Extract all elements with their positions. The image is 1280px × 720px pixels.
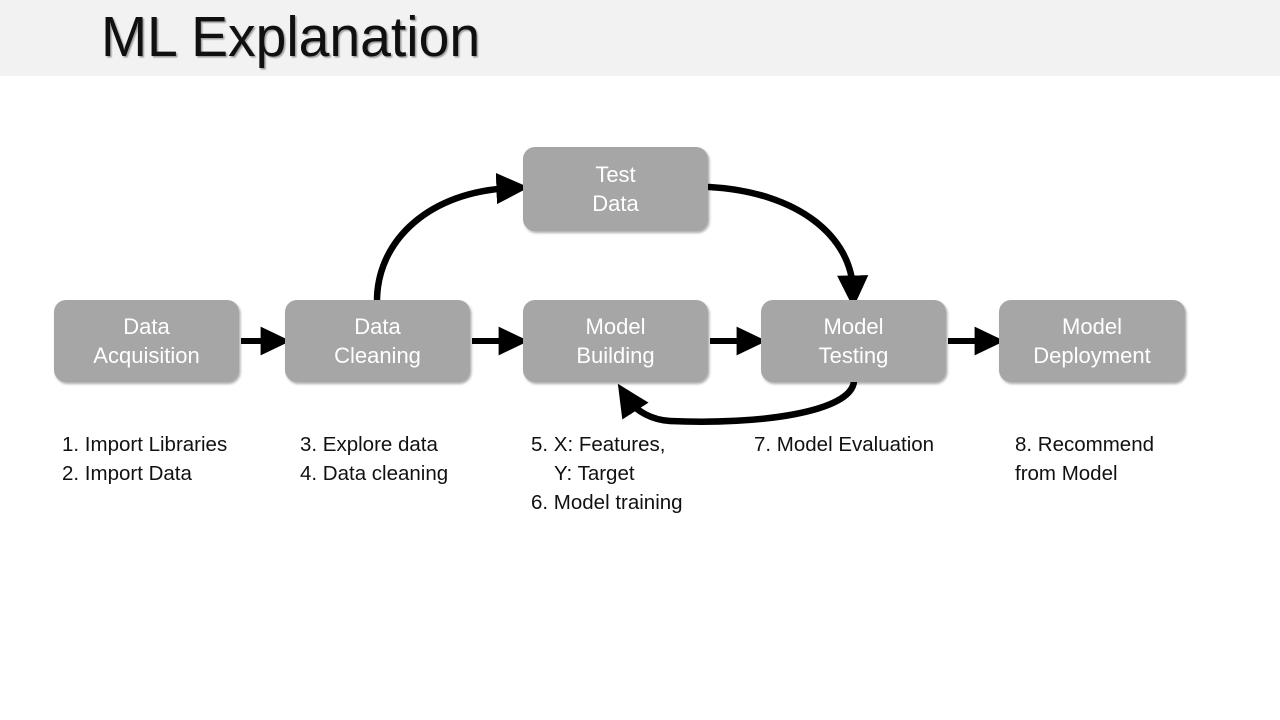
page-title: ML Explanation [101,5,481,69]
flow-box-model-deployment-line1: Model [1062,314,1122,339]
flow-box-data-acquisition-line1: Data [123,314,170,339]
caption-line: 4. Data cleaning [300,462,449,485]
caption-column-acquisition: 1. Import Libraries 2. Import Data [62,430,227,488]
caption-line: 2. Import Data [62,462,192,485]
caption-line: 8. Recommend [1015,433,1155,456]
flow-box-model-deployment-line2: Deployment [1033,343,1151,368]
caption-column-building: 5. X: Features, Y: Target 6. Model train… [531,430,683,517]
flow-box-model-building-line1: Model [585,314,646,339]
arrow-cleaning-to-test-data [373,172,529,305]
caption-column-deployment: 8. Recommend from Model [1015,430,1154,488]
flow-box-test-data-line1: Test [595,162,636,187]
flow-box-model-testing[interactable]: Model Testing [761,300,946,382]
flow-box-test-data[interactable]: Test Data [523,147,708,231]
flow-box-data-cleaning[interactable]: Data Cleaning [285,300,470,382]
flow-box-model-testing-line2: Testing [818,343,889,368]
caption-line: Y: Target [554,462,635,485]
flow-box-data-acquisition-line2: Acquisition [93,343,200,368]
flow-box-model-testing-line1: Model [823,314,884,339]
caption-line: 5. X: Features, [531,433,666,456]
caption-line: 6. Model training [531,491,683,514]
caption-column-testing: 7. Model Evaluation [754,430,934,459]
flow-box-data-cleaning-line2: Cleaning [334,343,421,368]
flow-box-model-building-line2: Building [576,343,655,368]
arrow-testing-to-building-feedback [617,377,858,425]
flow-box-model-deployment[interactable]: Model Deployment [999,300,1185,382]
caption-line: 7. Model Evaluation [754,433,935,456]
caption-line: from Model [1015,462,1118,485]
flow-box-model-building[interactable]: Model Building [523,300,708,382]
caption-line: 1. Import Libraries [62,433,228,456]
title-bar [0,0,1280,76]
caption-line: 3. Explore data [300,433,438,456]
arrow-test-data-to-testing [705,183,869,308]
flow-box-test-data-line2: Data [592,191,639,216]
flow-box-data-acquisition[interactable]: Data Acquisition [54,300,239,382]
caption-column-cleaning: 3. Explore data 4. Data cleaning [300,430,448,488]
flow-box-data-cleaning-line1: Data [354,314,401,339]
